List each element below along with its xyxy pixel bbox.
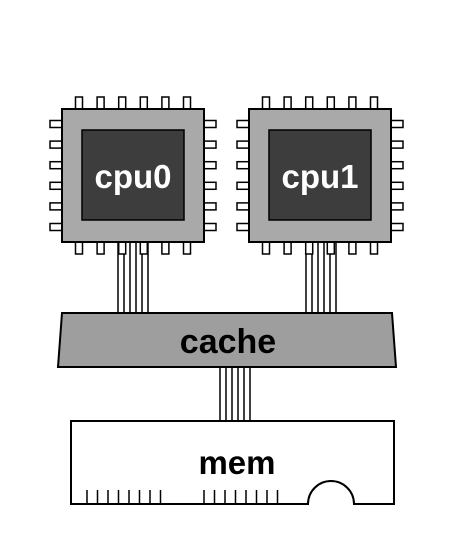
cache-block: cache bbox=[56, 312, 398, 368]
chip-pin bbox=[283, 96, 292, 110]
chip-pin bbox=[304, 96, 314, 110]
chip-pin bbox=[326, 241, 336, 255]
chip-pin bbox=[369, 241, 379, 255]
chip-pin bbox=[74, 241, 84, 255]
cache-label: cache bbox=[180, 323, 276, 361]
chip-pin bbox=[96, 96, 105, 110]
chip-pin bbox=[161, 241, 170, 255]
memory-module-outline bbox=[70, 420, 395, 505]
memory-contacts bbox=[86, 490, 279, 503]
chip-pin bbox=[182, 96, 192, 110]
chip-pin bbox=[304, 241, 314, 255]
chip-pin bbox=[348, 241, 357, 255]
chip-pin bbox=[117, 241, 127, 255]
chip-pin bbox=[326, 96, 336, 110]
chip-pin bbox=[161, 96, 170, 110]
cache-shape bbox=[56, 312, 398, 368]
chip-pin bbox=[96, 241, 105, 255]
cpu1-chip: cpu1 bbox=[236, 96, 404, 255]
chip-pin bbox=[283, 241, 292, 255]
chip-pin bbox=[261, 241, 271, 255]
cpu1-pins bbox=[236, 96, 404, 255]
chip-pin bbox=[182, 241, 192, 255]
chip-pin bbox=[348, 96, 357, 110]
chip-pin bbox=[117, 96, 127, 110]
memory-label: mem bbox=[198, 444, 275, 481]
bus-cache-mem bbox=[219, 367, 251, 421]
chip-pin bbox=[369, 96, 379, 110]
cpu0-chip-core bbox=[81, 129, 185, 221]
chip-pin bbox=[74, 96, 84, 110]
cpu1-chip-core bbox=[268, 129, 372, 221]
chip-pin bbox=[261, 96, 271, 110]
cpu0-label: cpu0 bbox=[94, 158, 171, 195]
chip-pin bbox=[139, 241, 149, 255]
cpu1-label: cpu1 bbox=[281, 158, 358, 195]
cpu0-chip: cpu0 bbox=[49, 96, 217, 255]
chip-pin bbox=[139, 96, 149, 110]
memory-module: mem bbox=[70, 420, 395, 505]
